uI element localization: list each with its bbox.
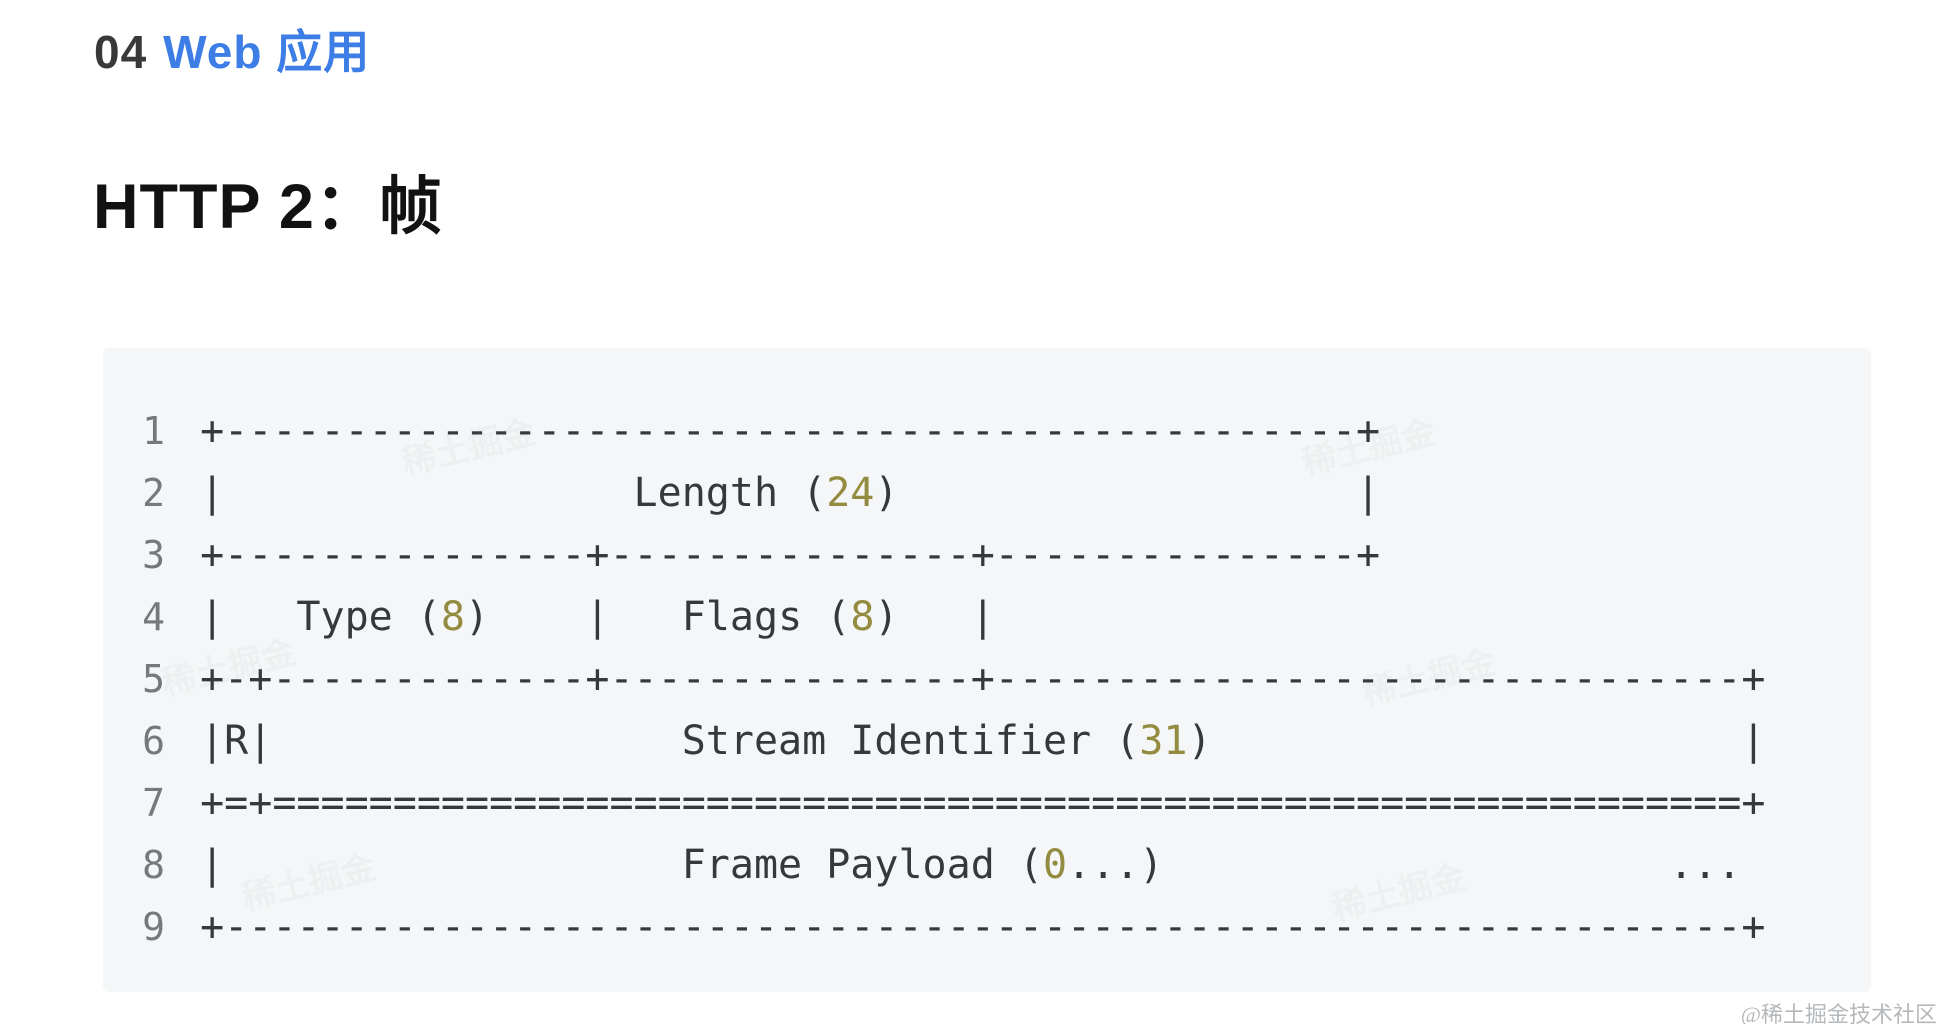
code-line: 1 +-------------------------------------… [103, 400, 1871, 462]
code-token: ) | Flags ( [465, 594, 851, 640]
code-text: | Frame Payload (0...) ... [176, 834, 1741, 896]
code-token: +---------------------------------------… [176, 408, 1381, 454]
code-line: 5 +-+-------------+---------------+-----… [103, 648, 1871, 710]
line-number: 3 [142, 533, 165, 577]
code-text: +---------------------------------------… [176, 896, 1765, 958]
code-token: +-+-------------+---------------+-------… [176, 656, 1766, 702]
code-token: | Frame Payload ( [176, 842, 1043, 888]
code-text: +-+-------------+---------------+-------… [176, 648, 1765, 710]
code-token: |R| Stream Identifier ( [176, 718, 1140, 764]
code-line: 8 | Frame Payload (0...) ... [103, 834, 1871, 896]
code-number-token: 8 [850, 594, 875, 640]
code-line: 9 +-------------------------------------… [103, 896, 1871, 958]
line-number: 9 [142, 905, 165, 949]
code-token: ) | [1187, 718, 1766, 764]
page-title-number: 04 [94, 26, 148, 78]
code-token: +---------------------------------------… [176, 904, 1766, 950]
page-title-link[interactable]: Web 应用 [163, 26, 371, 78]
line-number: 6 [142, 719, 165, 763]
code-number-token: 0 [1042, 842, 1068, 888]
page-title: 04 Web 应用 [94, 16, 370, 82]
code-line: 2 | Length (24) | [103, 462, 1871, 524]
code-lines: 1 +-------------------------------------… [103, 348, 1871, 958]
code-token: ...) ... [1067, 842, 1742, 888]
code-token: ) | [874, 594, 995, 640]
code-token: +=+=====================================… [176, 780, 1766, 826]
code-number-token: 31 [1139, 718, 1188, 764]
code-block: 1 +-------------------------------------… [103, 348, 1871, 992]
code-text: | Length (24) | [176, 462, 1380, 524]
code-text: +---------------------------------------… [176, 400, 1380, 462]
line-number: 8 [142, 843, 165, 887]
section-heading: HTTP 2：帧 [93, 172, 443, 242]
code-text: +---------------+---------------+-------… [176, 524, 1380, 586]
code-token: | Type ( [176, 594, 441, 640]
line-number: 2 [142, 471, 165, 515]
code-text: +=+=====================================… [176, 772, 1765, 834]
code-token: | Length ( [176, 470, 827, 516]
code-line: 6 |R| Stream Identifier (31) | [103, 710, 1871, 772]
code-line: 4 | Type (8) | Flags (8) | [103, 586, 1871, 648]
line-number: 1 [142, 409, 165, 453]
code-token: +---------------+---------------+-------… [176, 532, 1381, 578]
line-number: 7 [142, 781, 165, 825]
code-text: | Type (8) | Flags (8) | [176, 586, 995, 648]
code-number-token: 24 [826, 470, 875, 516]
code-line: 3 +---------------+---------------+-----… [103, 524, 1871, 586]
code-token: ) | [874, 470, 1381, 516]
code-line: 7 +=+===================================… [103, 772, 1871, 834]
line-number: 4 [142, 595, 165, 639]
line-number: 5 [142, 657, 165, 701]
code-number-token: 8 [440, 594, 465, 640]
site-watermark: @稀土掘金技术社区 [1740, 1002, 1937, 1024]
code-text: |R| Stream Identifier (31) | [176, 710, 1765, 772]
